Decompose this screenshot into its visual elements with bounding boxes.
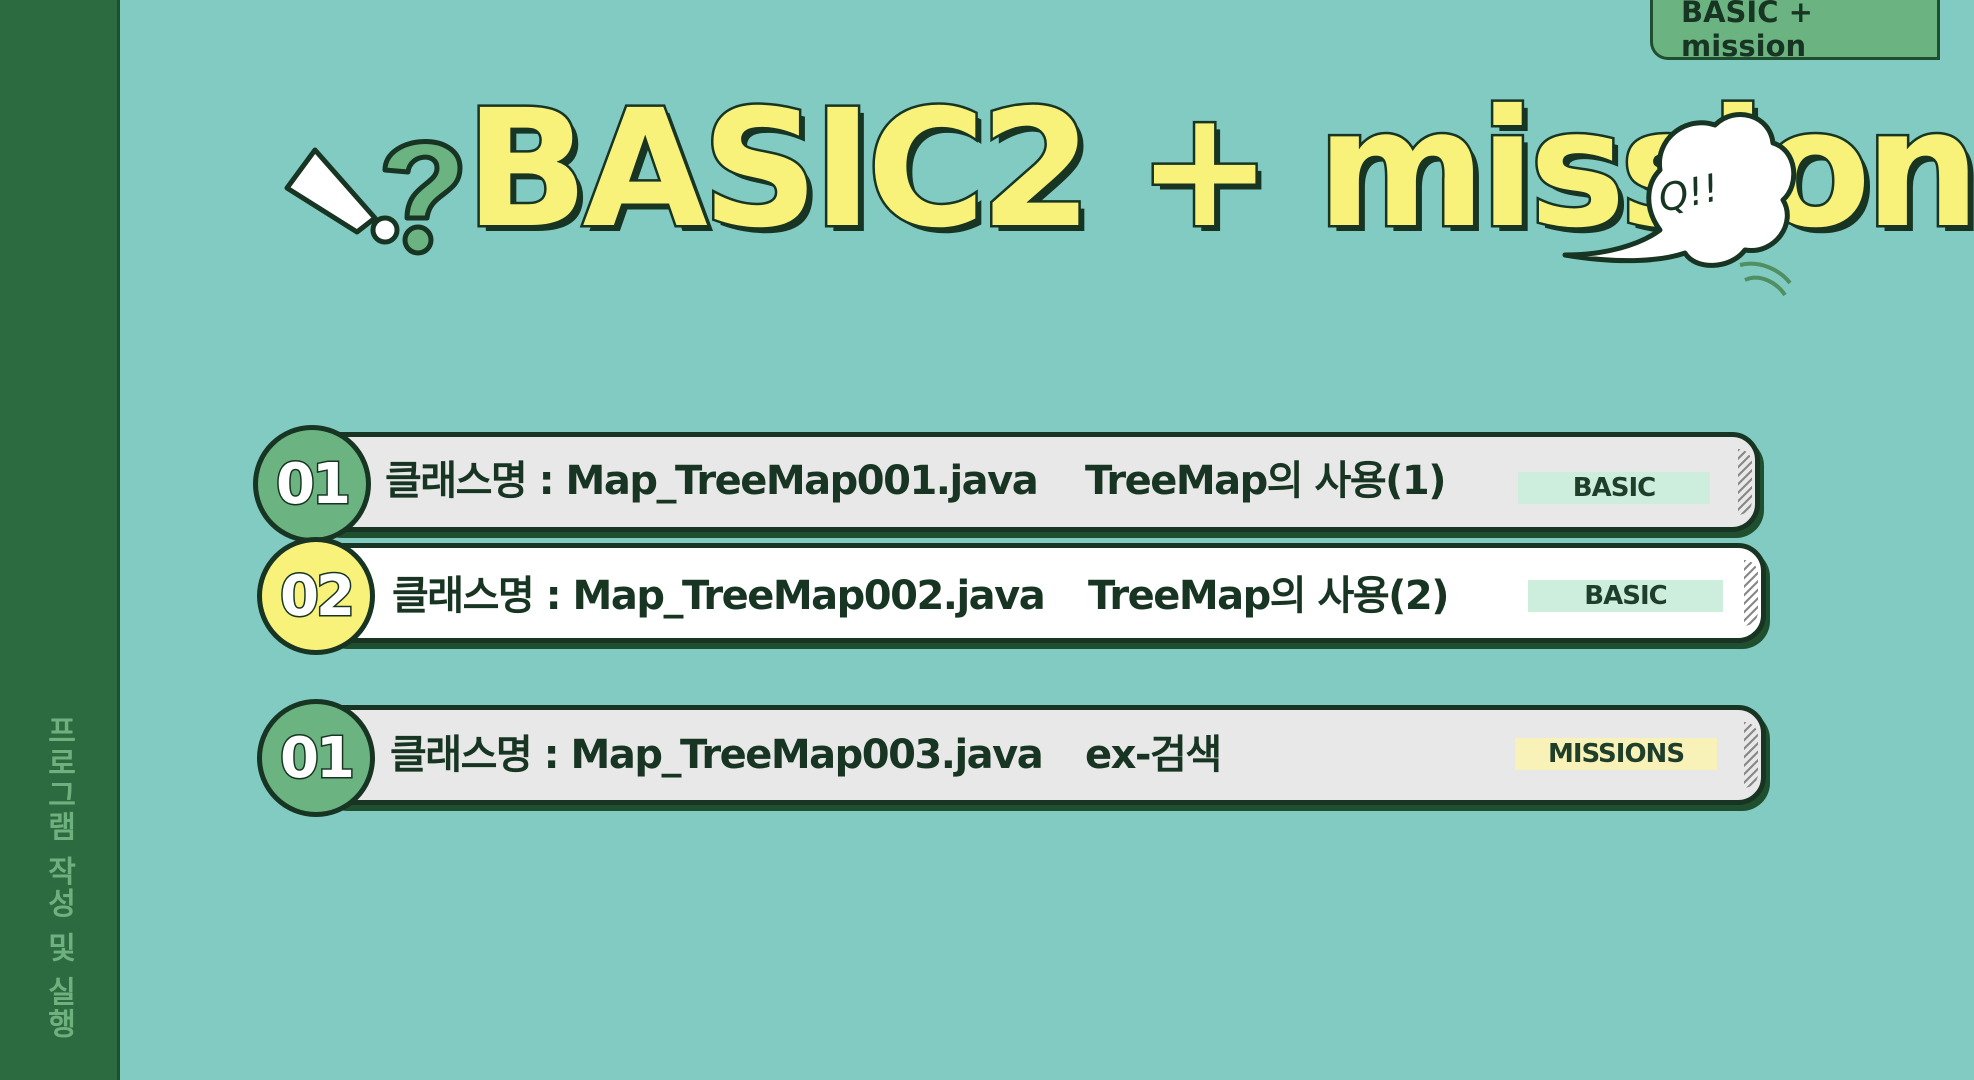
row-number-badge: 01 [253,425,371,543]
row-description: TreeMap의 사용(1) [1085,458,1447,504]
list-item[interactable] [316,543,1766,643]
sidebar-label: 프로그램 작성 및 실행 [41,715,76,1041]
question-mark-icon [382,139,463,256]
row-tag: BASIC [1518,472,1710,504]
sidebar: 프로그램 작성 및 실행 [0,0,120,1080]
row-stripe [1738,449,1752,515]
row-number-badge: 02 [257,537,375,655]
row-stripe [1744,722,1758,788]
row-stripe [1744,560,1758,626]
row-description: ex-검색 [1085,732,1222,778]
row-description: TreeMap의 사용(2) [1088,573,1450,619]
row-class-name: 클래스명 : Map_TreeMap002.java [392,573,1046,619]
row-tag: BASIC [1528,580,1723,612]
row-class-name: 클래스명 : Map_TreeMap003.java [390,732,1044,778]
row-class-name: 클래스명 : Map_TreeMap001.java [385,458,1039,504]
speech-bubble-icon: Q!! [1562,112,1797,297]
row-number-badge: 01 [257,699,375,817]
row-tag: MISSIONS [1515,738,1717,770]
corner-tag: BASIC + mission [1650,0,1940,63]
exclamation-icon [284,147,400,245]
